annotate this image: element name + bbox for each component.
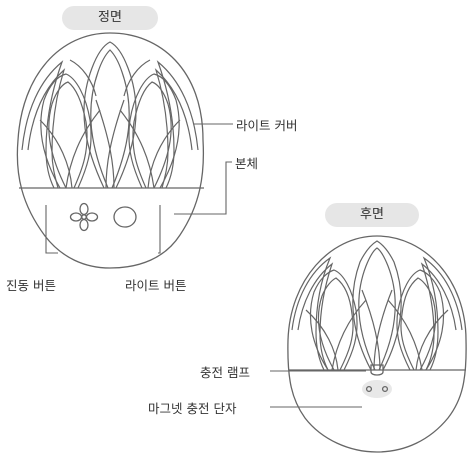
magnetic-port-icon — [362, 380, 392, 398]
light-cover-label: 라이트 커버 — [236, 118, 298, 133]
back-view-title: 후면 — [325, 203, 419, 227]
front-device-outline — [16, 32, 205, 269]
charge-lamp-icon — [370, 364, 384, 376]
charge-lamp-label: 충전 램프 — [200, 365, 250, 380]
magnetic-port-label: 마그넷 충전 단자 — [148, 401, 237, 416]
light-button-icon — [113, 206, 137, 228]
back-device — [287, 235, 467, 453]
front-device — [16, 32, 205, 269]
light-button-label: 라이트 버튼 — [125, 278, 187, 293]
vibration-button-label: 진동 버튼 — [6, 278, 56, 293]
back-leader-lines — [270, 370, 366, 408]
magnetic-pin-left — [365, 385, 373, 393]
magnetic-pin-right — [381, 385, 389, 393]
front-view-title: 정면 — [62, 6, 158, 30]
body-label: 본체 — [235, 156, 259, 171]
back-lattice — [291, 240, 463, 370]
vibration-button-icon — [69, 202, 99, 232]
front-lattice — [21, 41, 199, 189]
back-device-outline — [287, 235, 467, 453]
front-leader-lines — [45, 123, 233, 254]
